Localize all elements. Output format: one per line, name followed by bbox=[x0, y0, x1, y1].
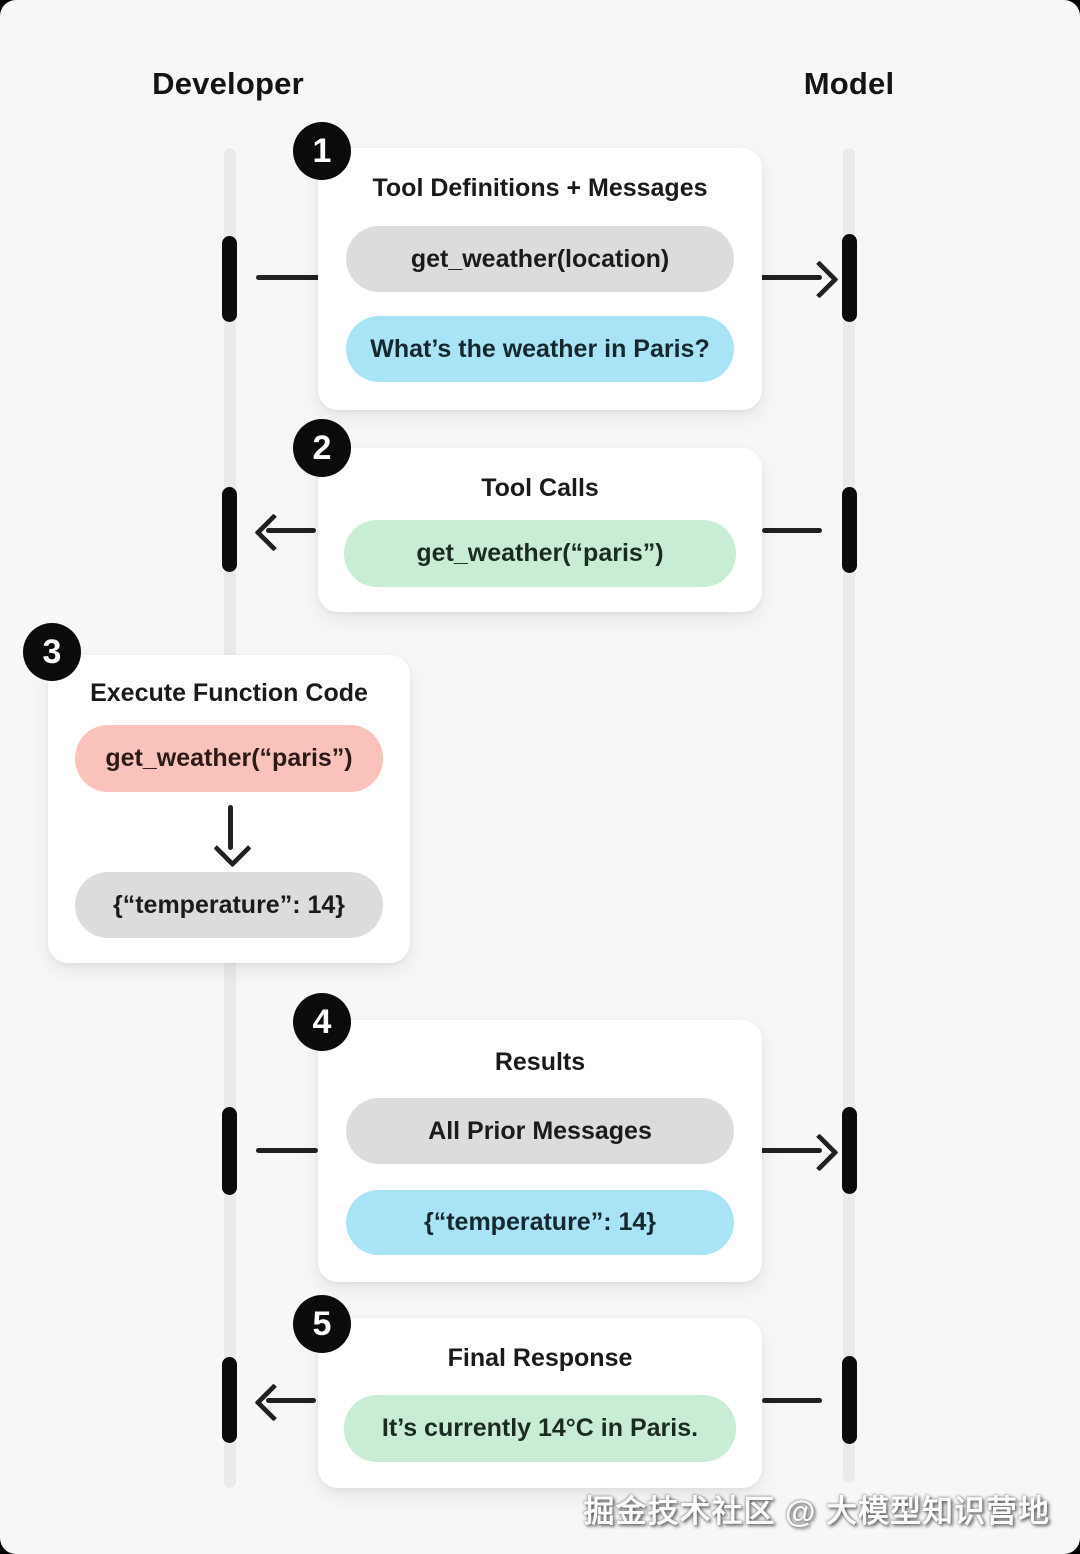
step4-arrow-line-right bbox=[760, 1148, 822, 1153]
step3-function-call-pill: get_weather(“paris”) bbox=[75, 725, 383, 792]
step3-down-arrow-line bbox=[228, 805, 233, 850]
step4-title: Results bbox=[494, 1048, 586, 1076]
step2-number-badge: 2 bbox=[293, 419, 351, 477]
step1-arrow-line-right bbox=[760, 275, 822, 280]
step4-result-pill: {“temperature”: 14} bbox=[346, 1190, 734, 1255]
step3-function-result-pill: {“temperature”: 14} bbox=[75, 872, 383, 938]
step5-arrow-line-right bbox=[762, 1398, 822, 1403]
model-lane-label: Model bbox=[803, 66, 895, 101]
step2-card: Tool Calls get_weather(“paris”) bbox=[318, 448, 762, 612]
step5-final-response-pill: It’s currently 14°C in Paris. bbox=[344, 1395, 736, 1462]
step2-arrowhead-left-icon bbox=[254, 513, 293, 552]
step5-arrow-line-left bbox=[266, 1398, 316, 1403]
step5-title: Final Response bbox=[447, 1344, 633, 1372]
step5-card: Final Response It’s currently 14°C in Pa… bbox=[318, 1318, 762, 1488]
model-activation-step4 bbox=[842, 1107, 857, 1194]
step1-title: Tool Definitions + Messages bbox=[372, 174, 708, 202]
step2-arrow-line-left bbox=[266, 528, 316, 533]
step2-title: Tool Calls bbox=[481, 474, 599, 502]
step3-title: Execute Function Code bbox=[90, 679, 368, 707]
step3-down-arrowhead-icon bbox=[213, 829, 252, 868]
model-lifeline bbox=[843, 148, 855, 1483]
step2-arrow-line-right bbox=[762, 528, 822, 533]
step3-card: Execute Function Code get_weather(“paris… bbox=[48, 655, 410, 963]
model-activation-step5 bbox=[842, 1356, 857, 1444]
step4-card: Results All Prior Messages {“temperature… bbox=[318, 1020, 762, 1282]
developer-lane-label: Developer bbox=[152, 66, 304, 101]
developer-activation-step5 bbox=[222, 1357, 237, 1443]
step4-arrowhead-right-icon bbox=[800, 1133, 839, 1172]
watermark-text: 掘金技术社区 @ 大模型知识营地 bbox=[583, 1494, 1050, 1529]
step1-arrowhead-right-icon bbox=[800, 260, 839, 299]
step1-card: Tool Definitions + Messages get_weather(… bbox=[318, 148, 762, 410]
step5-arrowhead-left-icon bbox=[254, 1383, 293, 1422]
developer-activation-step1 bbox=[222, 236, 237, 322]
step4-arrow-line-left bbox=[256, 1148, 318, 1153]
step1-number-badge: 1 bbox=[293, 122, 351, 180]
developer-activation-step4 bbox=[222, 1107, 237, 1195]
developer-activation-step2 bbox=[222, 487, 237, 572]
step4-prior-messages-pill: All Prior Messages bbox=[346, 1098, 734, 1164]
step5-number-badge: 5 bbox=[293, 1295, 351, 1353]
step1-tool-definition-pill: get_weather(location) bbox=[346, 226, 734, 292]
step1-user-message-pill: What’s the weather in Paris? bbox=[346, 316, 734, 382]
model-activation-step2 bbox=[842, 487, 857, 573]
step1-arrow-line-left bbox=[256, 275, 320, 280]
step4-number-badge: 4 bbox=[293, 993, 351, 1051]
step3-number-badge: 3 bbox=[23, 623, 81, 681]
step2-tool-call-pill: get_weather(“paris”) bbox=[344, 520, 736, 587]
model-activation-step1 bbox=[842, 234, 857, 322]
